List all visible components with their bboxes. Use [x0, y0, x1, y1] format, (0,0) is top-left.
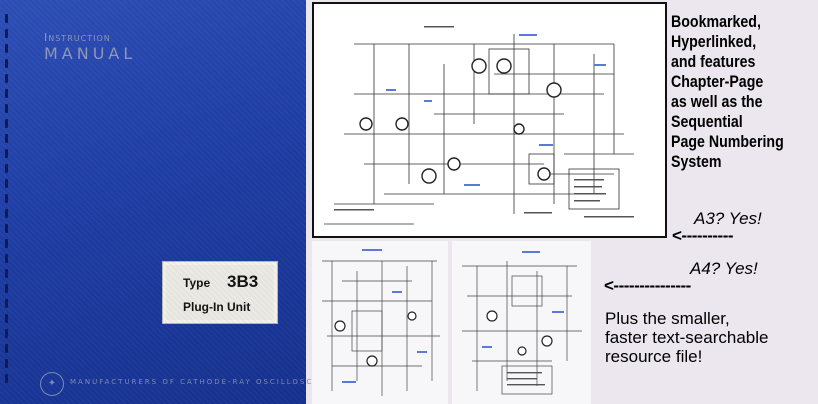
binding-hole — [5, 134, 8, 143]
feature-line: and features — [671, 53, 756, 71]
cover-title-manual: MANUAL — [44, 44, 137, 63]
a3-arrow: <---------- — [672, 226, 734, 245]
binding-hole — [5, 194, 8, 203]
feature-line: System — [671, 153, 722, 171]
binding-hole — [5, 89, 8, 98]
schematic-drawing — [462, 251, 582, 395]
a3-label: A3? Yes! — [694, 209, 762, 228]
model-label-card: Type 3B3 Plug-In Unit — [162, 261, 278, 324]
binding-hole — [5, 44, 8, 53]
binding-hole — [5, 254, 8, 263]
binding-hole — [5, 284, 8, 293]
resource-file-note: Plus the smaller, faster text-searchable… — [605, 309, 768, 366]
manufacturer-logo-icon: ✦ — [40, 372, 64, 396]
binding-hole — [5, 149, 8, 158]
label-model: 3B3 — [227, 272, 259, 291]
binding-hole — [5, 29, 8, 38]
feature-line: as well as the — [671, 93, 763, 111]
feature-line: Hyperlinked, — [671, 33, 757, 51]
manufacturer-tagline: MANUFACTURERS OF CATHODE-RAY OSCILLOSCOP… — [70, 378, 340, 386]
schematic-drawing — [324, 26, 634, 225]
manual-cover: Instruction MANUAL Type 3B3 Plug-In Unit… — [0, 0, 338, 404]
schematic-drawing — [322, 249, 440, 396]
binding-hole — [5, 74, 8, 83]
binding-hole — [5, 14, 8, 23]
binding-hole — [5, 359, 8, 368]
feature-line: Page Numbering — [671, 133, 784, 151]
note-line: faster text-searchable — [605, 328, 769, 347]
binding-hole — [5, 179, 8, 188]
binding-hole — [5, 239, 8, 248]
a4-label: A4? Yes! — [690, 259, 758, 278]
features-text: Bookmarked, Hyperlinked, and features Ch… — [671, 12, 797, 172]
binding-hole — [5, 374, 8, 383]
feature-line: Bookmarked, — [671, 13, 761, 31]
label-subtitle: Plug-In Unit — [183, 300, 251, 314]
binding-hole — [5, 119, 8, 128]
binding-hole — [5, 269, 8, 278]
binding-hole — [5, 299, 8, 308]
cover-title-instruction: Instruction — [44, 31, 111, 44]
label-type: Type — [183, 276, 211, 290]
schematic-sheet-a4-right — [452, 241, 591, 404]
binding-hole — [5, 344, 8, 353]
schematic-sheet-a4-left — [312, 241, 448, 404]
feature-line: Sequential — [671, 113, 743, 131]
schematic-sheet-a3 — [312, 2, 667, 238]
a4-arrow: <--------------- — [604, 276, 691, 295]
feature-line: Chapter-Page — [671, 73, 764, 91]
binding-hole — [5, 329, 8, 338]
binding-holes — [5, 14, 9, 390]
note-line: resource file! — [605, 347, 703, 366]
binding-hole — [5, 224, 8, 233]
binding-hole — [5, 314, 8, 323]
binding-hole — [5, 164, 8, 173]
note-line: Plus the smaller, — [605, 309, 730, 328]
binding-hole — [5, 59, 8, 68]
binding-hole — [5, 104, 8, 113]
binding-hole — [5, 209, 8, 218]
